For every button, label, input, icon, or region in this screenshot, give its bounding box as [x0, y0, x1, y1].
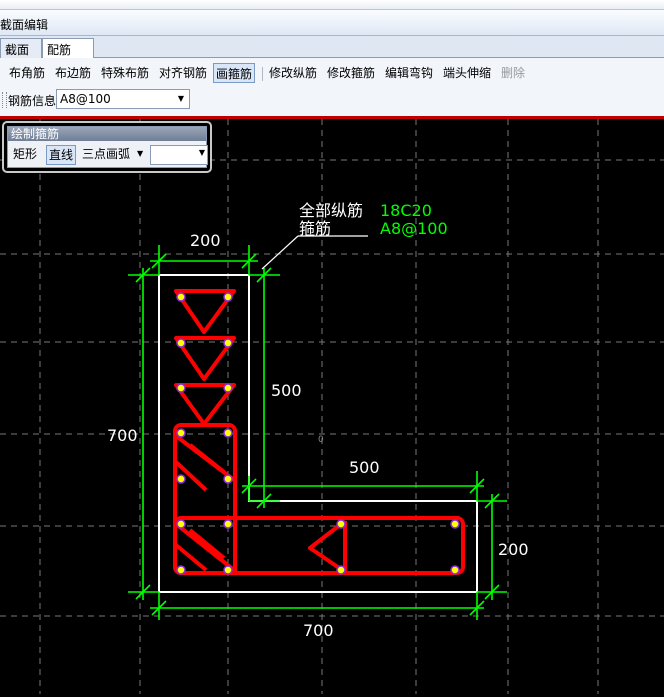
dim-top-width: 200: [190, 231, 221, 250]
stirrup-triangle-1[interactable]: [174, 289, 236, 334]
toolbar-separator: [262, 67, 263, 81]
draw-stirrup-panel: 绘制箍筋 矩形 直线 三点画弧 ▼ ▼: [2, 121, 212, 173]
dim-inner-width: 500: [349, 458, 380, 477]
delete-button[interactable]: 删除: [501, 66, 526, 80]
toolbar: 布角筋 布边筋 特殊布筋 对齐钢筋 画箍筋 修改纵筋 修改箍筋 编辑弯钩 端头伸…: [0, 58, 664, 119]
stirrup-triangle-3[interactable]: [174, 383, 236, 426]
edge-bar-button[interactable]: 布边筋: [55, 66, 92, 80]
end-extend-button[interactable]: 端头伸缩: [443, 66, 492, 80]
chevron-down-icon[interactable]: ▼: [177, 94, 185, 103]
long-bars[interactable]: [176, 292, 460, 575]
toolbar-row-info: 钢筋信息 A8@100 ▼: [0, 88, 664, 112]
dimension-lines: [128, 245, 507, 620]
stirrup-tie-2[interactable]: [174, 522, 236, 572]
draw-stirrup-panel-body: 绘制箍筋 矩形 直线 三点画弧 ▼ ▼: [7, 126, 208, 168]
arc-options-chevron-icon[interactable]: ▼: [137, 149, 144, 158]
align-bar-button[interactable]: 对齐钢筋: [159, 66, 208, 80]
grid-lines: [0, 119, 664, 694]
stirrup-tie-1[interactable]: [174, 434, 236, 492]
draw-option-select[interactable]: ▼: [150, 145, 208, 165]
modify-stirrup-button[interactable]: 修改箍筋: [327, 66, 376, 80]
corner-bar-button[interactable]: 布角筋: [9, 66, 46, 80]
dimension-labels: 200 700 500 500 200 700: [107, 231, 529, 640]
rebar-info-label: 钢筋信息: [8, 94, 57, 108]
stirrup-value: A8@100: [380, 219, 448, 238]
tab-strip: 截面 配筋: [0, 36, 664, 59]
origin-mark: 0: [318, 435, 324, 445]
rebar-annotation[interactable]: 全部纵筋 18C20 箍筋 A8@100: [261, 201, 448, 270]
rebar-info-value: A8@100: [60, 92, 111, 106]
draw-stirrup-button[interactable]: 画箍筋: [213, 63, 256, 83]
dim-left-height: 700: [107, 426, 138, 445]
section-drawing: 0: [0, 119, 664, 694]
tab-reinforcement[interactable]: 配筋: [42, 38, 94, 59]
tab-section[interactable]: 截面: [0, 38, 42, 58]
stirrup-tie-3[interactable]: [308, 519, 347, 574]
rectangle-mode-button[interactable]: 矩形: [13, 147, 38, 161]
drawing-canvas[interactable]: 0: [0, 119, 664, 694]
window-titlebar: 截面编辑: [0, 10, 664, 36]
stirrups[interactable]: [173, 289, 465, 575]
rebar-info-select[interactable]: A8@100 ▼: [56, 89, 190, 109]
dim-inner-height: 500: [271, 381, 302, 400]
stirrup-triangle-2[interactable]: [174, 336, 236, 381]
window-top-strip: [0, 0, 664, 10]
edit-hook-button[interactable]: 编辑弯钩: [385, 66, 434, 80]
dim-bottom-width: 700: [303, 621, 334, 640]
toolbar-row-actions: 布角筋 布边筋 特殊布筋 对齐钢筋 画箍筋 修改纵筋 修改箍筋 编辑弯钩 端头伸…: [0, 61, 664, 85]
dim-right-height: 200: [498, 540, 529, 559]
toolbar-grip[interactable]: [2, 92, 7, 108]
three-point-arc-button[interactable]: 三点画弧: [82, 147, 131, 161]
draw-stirrup-panel-title[interactable]: 绘制箍筋: [8, 127, 206, 141]
all-long-bars-value: 18C20: [380, 201, 432, 220]
modify-long-bar-button[interactable]: 修改纵筋: [269, 66, 318, 80]
line-mode-button[interactable]: 直线: [46, 145, 77, 165]
chevron-down-icon[interactable]: ▼: [198, 148, 205, 157]
stirrup-horizontal[interactable]: [173, 516, 465, 575]
stirrup-label: 箍筋: [299, 219, 331, 238]
special-bar-button[interactable]: 特殊布筋: [101, 66, 150, 80]
window-title: 截面编辑: [0, 18, 49, 32]
all-long-bars-label: 全部纵筋: [299, 201, 363, 220]
